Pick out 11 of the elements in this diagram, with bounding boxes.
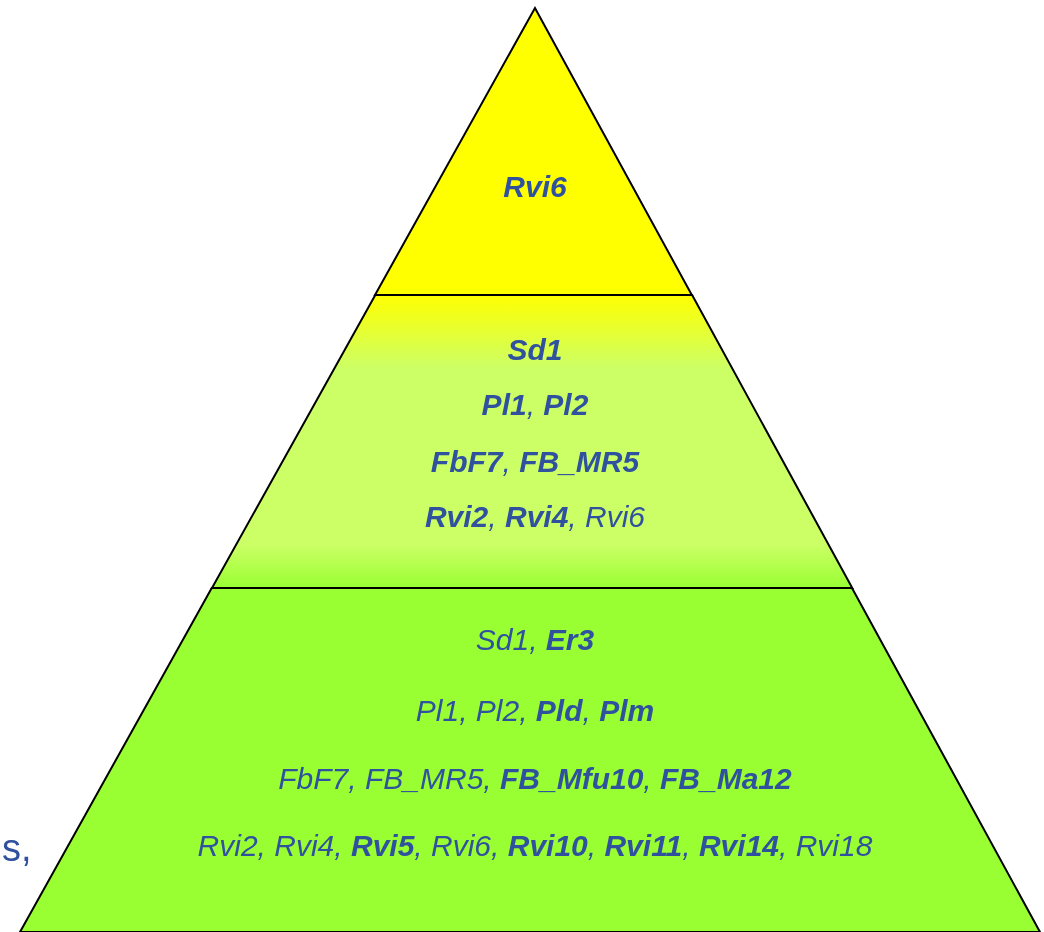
gene-list: Rvi2, Rvi4, Rvi6 [424,500,646,534]
pyramid-tier [211,295,852,588]
gene-list: FbF7, FB_MR5, FB_Mfu10, FB_Ma12 [278,762,792,796]
text-fragment: s, [2,828,32,868]
gene-list: Sd1 [507,333,563,367]
gene-list: Pl1, Pl2 [481,388,589,422]
gene-list: Sd1, Er3 [475,623,595,657]
gene-list: Pl1, Pl2, Pld, Plm [415,694,655,728]
gene-list: FbF7, FB_MR5 [430,445,640,479]
gene-list: Rvi6 [503,170,567,204]
gene-list: Rvi2, Rvi4, Rvi5, Rvi6, Rvi10, Rvi11, Rvi14, Rvi18 [197,829,873,863]
